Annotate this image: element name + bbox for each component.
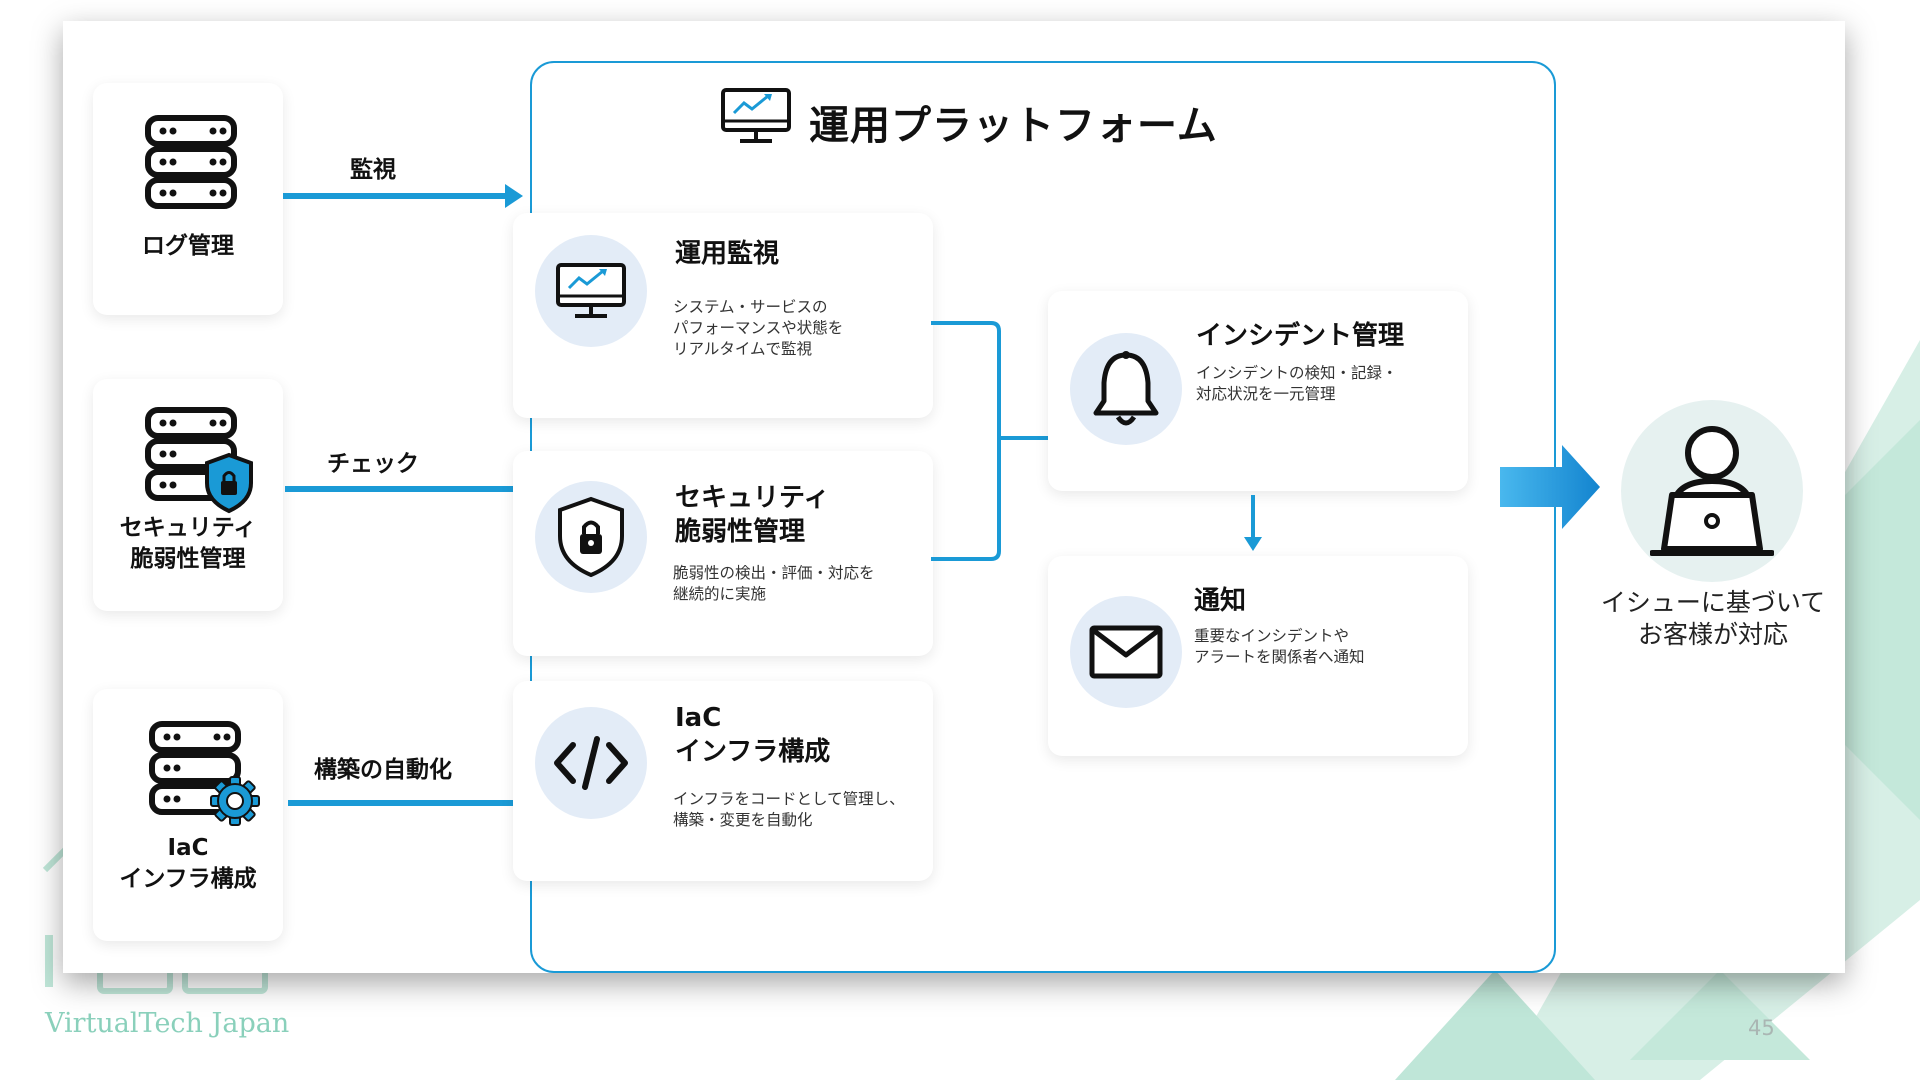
shield-lock-icon — [558, 496, 624, 578]
server-icon — [145, 115, 237, 209]
mail-icon — [1089, 625, 1163, 679]
big-arrow-right-icon — [1500, 445, 1600, 529]
monitor-chart-icon — [721, 88, 791, 143]
feature-desc: システム・サービスの パフォーマンスや状態を リアルタイムで監視 — [673, 298, 844, 358]
output-icon-bg — [1070, 596, 1182, 708]
source-card-iac: IaC インフラ構成 — [93, 689, 283, 941]
arrow-right-icon — [288, 791, 538, 815]
source-card-log: ログ管理 — [93, 83, 283, 315]
arrow-down-icon — [1244, 495, 1262, 551]
feature-title: 運用監視 — [675, 239, 780, 269]
result-label: イシューに基づいて お客様が対応 — [1600, 588, 1826, 649]
feature-icon-bg — [535, 481, 647, 593]
feature-desc: インフラをコードとして管理し、 構築・変更を自動化 — [673, 790, 905, 829]
code-icon — [554, 736, 628, 790]
arrow-label: チェック — [327, 451, 419, 477]
feature-title: セキュリティ 脆弱性管理 — [675, 483, 830, 547]
source-card-security: セキュリティ 脆弱性管理 — [93, 379, 283, 611]
output-card-notify: 通知 重要なインシデントや アラートを関係者へ通知 — [1048, 556, 1468, 756]
feature-card-monitoring: 運用監視 システム・サービスの パフォーマンスや状態を リアルタイムで監視 — [513, 213, 933, 418]
output-desc: 重要なインシデントや アラートを関係者へ通知 — [1194, 627, 1365, 666]
feature-icon-bg — [535, 707, 647, 819]
arrow-right-icon — [285, 477, 533, 501]
source-label: セキュリティ 脆弱性管理 — [119, 515, 257, 572]
monitor-chart-icon — [556, 263, 626, 318]
server-shield-icon — [145, 407, 253, 514]
source-label: IaC インフラ構成 — [119, 835, 257, 892]
arrow-label: 構築の自動化 — [314, 757, 452, 783]
output-card-incident: インシデント管理 インシデントの検知・記録・ 対応状況を一元管理 — [1048, 291, 1468, 491]
output-title: インシデント管理 — [1196, 321, 1405, 351]
page-number: 45 — [1748, 1016, 1775, 1040]
output-desc: インシデントの検知・記録・ 対応状況を一元管理 — [1196, 364, 1398, 403]
arrow-right-icon — [283, 184, 523, 208]
footer-brand: VirtualTech Japan — [45, 1008, 290, 1039]
feature-title: IaC インフラ構成 — [675, 703, 831, 767]
slide: ログ管理 セキュリティ 脆弱性管理 — [63, 21, 1845, 973]
user-laptop-icon — [1650, 426, 1774, 556]
feature-icon-bg — [535, 235, 647, 347]
output-icon-bg — [1070, 333, 1182, 445]
feature-desc: 脆弱性の検出・評価・対応を 継続的に実施 — [673, 564, 875, 603]
result-icon-bg — [1621, 400, 1803, 582]
platform-title: 運用プラットフォーム — [809, 103, 1218, 149]
server-gear-icon — [149, 721, 260, 826]
bell-icon — [1093, 351, 1159, 426]
feature-card-security: セキュリティ 脆弱性管理 脆弱性の検出・評価・対応を 継続的に実施 — [513, 451, 933, 656]
source-label: ログ管理 — [142, 233, 234, 259]
feature-card-iac: IaC インフラ構成 インフラをコードとして管理し、 構築・変更を自動化 — [513, 681, 933, 881]
arrow-label: 監視 — [350, 157, 396, 183]
output-title: 通知 — [1194, 586, 1247, 616]
